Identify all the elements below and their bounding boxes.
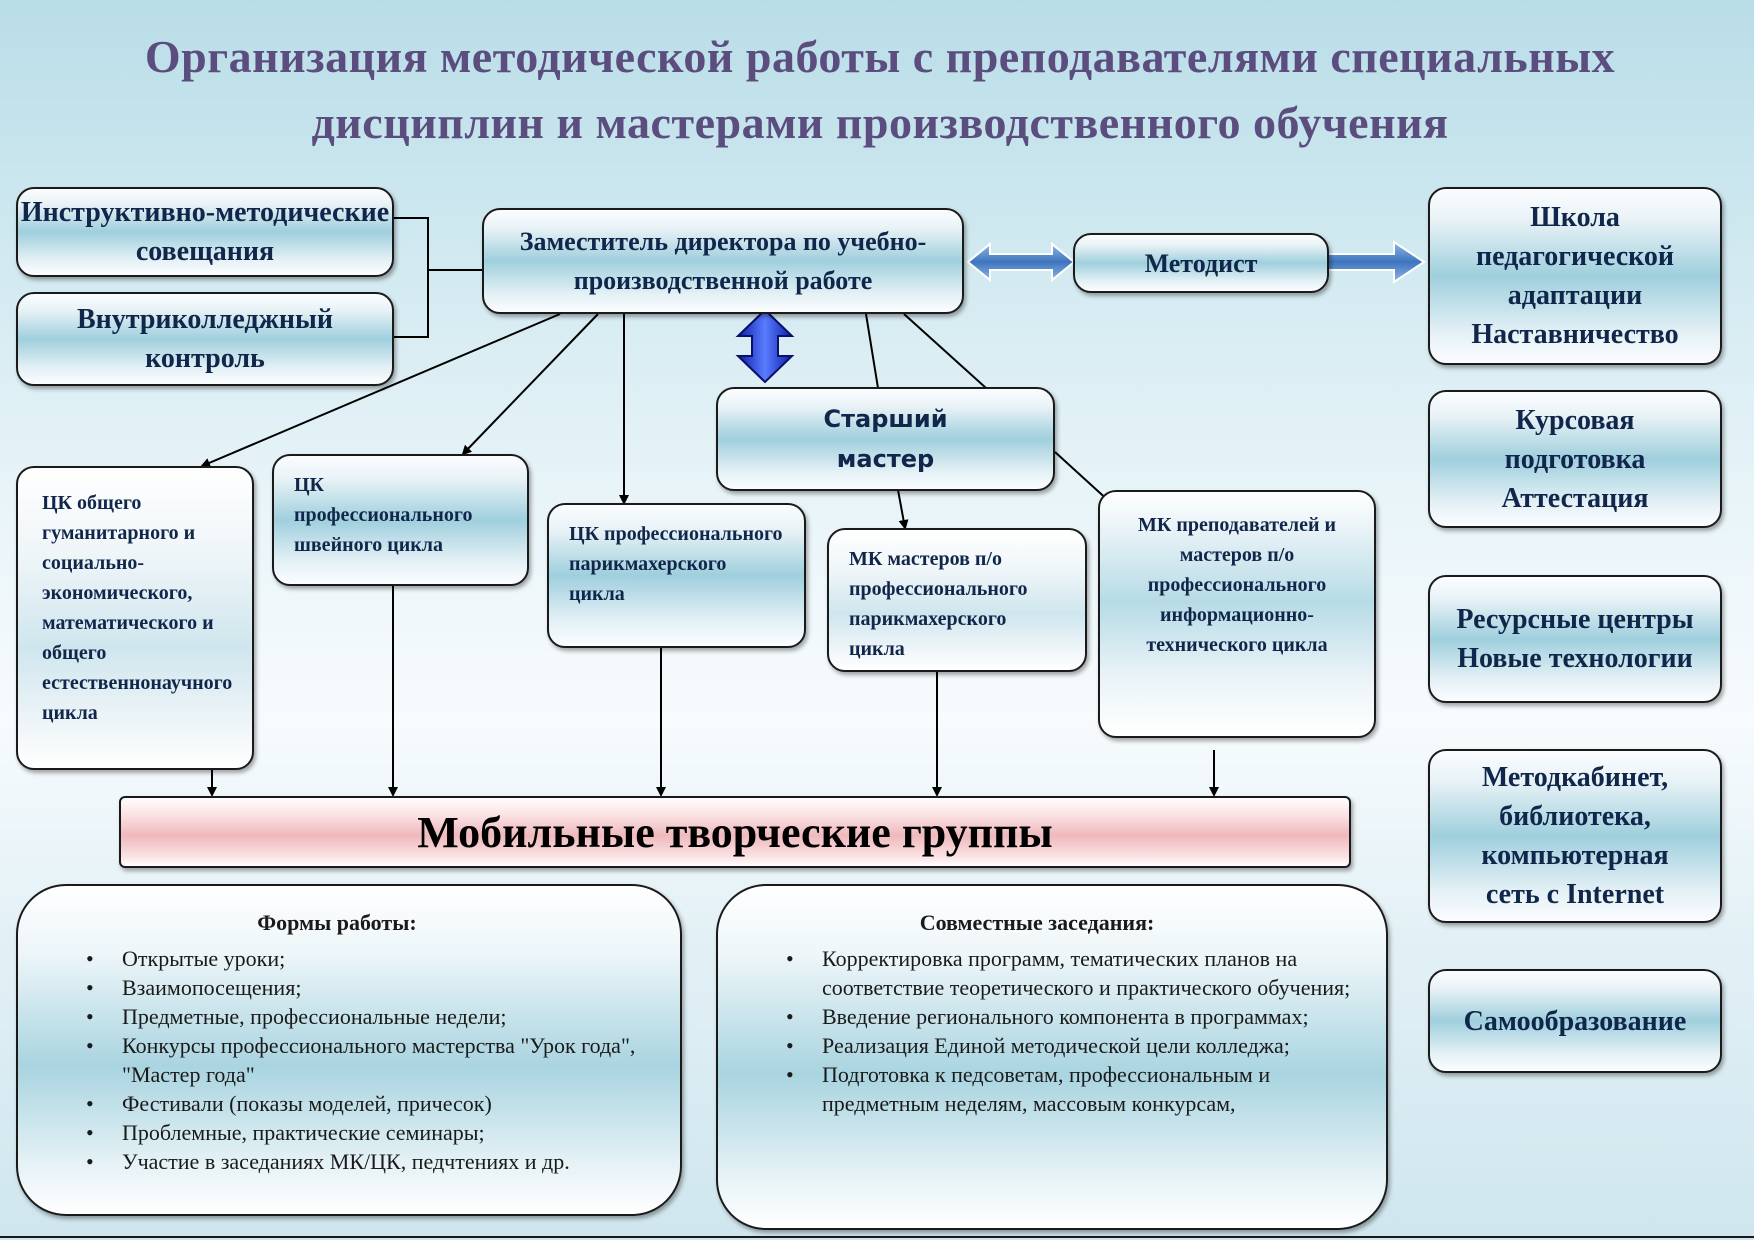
resources-label: Ресурсные центры Новые технологии xyxy=(1456,604,1694,674)
mk-it-label: МК преподавателей и мастеров п/о професс… xyxy=(1137,514,1337,656)
arrow-methodist-school xyxy=(1327,240,1426,284)
list-item: Введение регионального компонента в прог… xyxy=(718,1002,1356,1031)
courses-label: Курсовая подготовка Аттестация xyxy=(1501,404,1649,514)
cycle-hairdressing-label: ЦК профессионального парикмахерского цик… xyxy=(569,523,783,605)
list-item: Участие в заседаниях МК/ЦК, педчтениях и… xyxy=(18,1147,656,1176)
school-box: Школа педагогической адаптации Наставнич… xyxy=(1428,187,1722,365)
school-label: Школа педагогической адаптации Наставнич… xyxy=(1471,202,1679,350)
mk-hair-box: МК мастеров п/о профессионального парикм… xyxy=(827,528,1087,672)
list-item: Корректировка программ, тематических пла… xyxy=(718,944,1356,1002)
self-education-label: Самообразование xyxy=(1463,1005,1687,1037)
bracket-connector xyxy=(394,217,484,338)
list-item: Подготовка к педсоветам, профессиональны… xyxy=(718,1060,1356,1118)
control-label: Внутриколледжный контроль xyxy=(76,304,334,374)
senior-master-box: Старший мастер xyxy=(716,387,1055,491)
forms-heading: Формы работы: xyxy=(257,910,417,935)
forms-panel: Формы работы: Открытые уроки; Взаимопосе… xyxy=(16,884,682,1216)
list-item: Открытые уроки; xyxy=(18,944,656,973)
library-box: Методкабинет, библиотека, компьютерная с… xyxy=(1428,749,1722,923)
cycle-humanitarian-label: ЦК общего гуманитарного и социально-экон… xyxy=(42,492,233,724)
mobile-groups-label: Мобильные творческие группы xyxy=(417,807,1053,857)
list-item: Реализация Единой методической цели колл… xyxy=(718,1031,1356,1060)
cycle-humanitarian-box: ЦК общего гуманитарного и социально-экон… xyxy=(16,466,254,770)
forms-list: Открытые уроки; Взаимопосещения; Предмет… xyxy=(18,944,656,1176)
arrow-to-sewing xyxy=(461,313,599,456)
list-item: Проблемные, практические семинары; xyxy=(18,1118,656,1147)
mk-it-box: МК преподавателей и мастеров п/о професс… xyxy=(1098,490,1376,738)
self-education-box: Самообразование xyxy=(1428,969,1722,1073)
list-item: Предметные, профессиональные недели; xyxy=(18,1002,656,1031)
page-title: Организация методической работы с препод… xyxy=(144,31,1616,148)
list-item: Взаимопосещения; xyxy=(18,973,656,1002)
deputy-box: Заместитель директора по учебно-производ… xyxy=(482,208,964,314)
joint-list: Корректировка программ, тематических пла… xyxy=(718,944,1356,1118)
line-to-senior xyxy=(865,313,879,389)
arrow-to-mk-hair xyxy=(897,489,909,530)
control-box: Внутриколледжный контроль xyxy=(16,292,394,386)
list-item: Конкурсы профессионального мастерства "У… xyxy=(18,1031,656,1089)
arrow-to-humanitarian xyxy=(200,313,561,468)
cycle-sewing-box: ЦК профессионального швейного цикла xyxy=(272,454,529,586)
mk-hair-label: МК мастеров п/о профессионального парикм… xyxy=(849,548,1028,660)
library-label: Методкабинет, библиотека, компьютерная с… xyxy=(1481,762,1669,910)
mobile-groups-bar: Мобильные творческие группы xyxy=(119,796,1351,868)
courses-box: Курсовая подготовка Аттестация xyxy=(1428,390,1722,528)
list-item: Фестивали (показы моделей, причесок) xyxy=(18,1089,656,1118)
deputy-label: Заместитель директора по учебно-производ… xyxy=(519,227,927,295)
methodist-label: Методист xyxy=(1144,248,1258,278)
senior-master-label: Старший мастер xyxy=(823,405,948,473)
bottom-divider xyxy=(0,1236,1754,1238)
joint-heading: Совместные заседания: xyxy=(919,910,1155,935)
resources-box: Ресурсные центры Новые технологии xyxy=(1428,575,1722,703)
arrow-to-mk-it xyxy=(1054,451,1113,505)
methodist-box: Методист xyxy=(1073,233,1329,293)
line-to-senior-right xyxy=(903,313,987,389)
double-arrow-deputy-methodist xyxy=(966,241,1076,283)
meetings-label: Инструктивно-методические совещания xyxy=(20,197,390,267)
cycle-hairdressing-box: ЦК профессионального парикмахерского цик… xyxy=(547,503,806,648)
meetings-box: Инструктивно-методические совещания xyxy=(16,187,394,277)
cycle-sewing-label: ЦК профессионального швейного цикла xyxy=(294,474,473,556)
joint-panel: Совместные заседания: Корректировка прог… xyxy=(716,884,1388,1230)
double-arrow-deputy-senior xyxy=(735,308,795,384)
